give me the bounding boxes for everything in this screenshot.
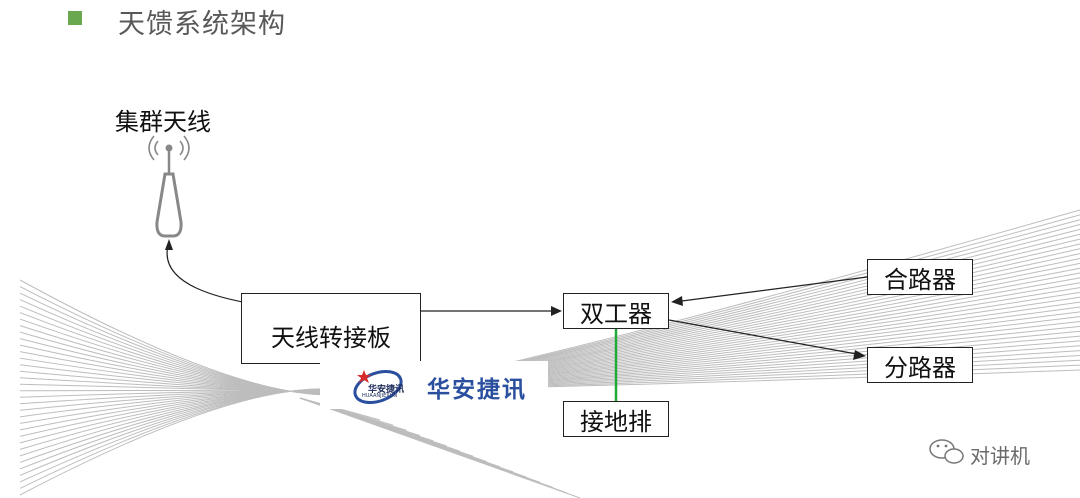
fan-line bbox=[299, 397, 581, 498]
arrowhead bbox=[671, 296, 683, 306]
page-title: 天馈系统架构 bbox=[118, 9, 286, 40]
company-logo bbox=[320, 361, 548, 409]
splitter-node: 分路器 bbox=[867, 347, 973, 383]
link-duplexer-splitter bbox=[668, 319, 863, 356]
ground-bar-node: 接地排 bbox=[563, 401, 669, 437]
title-bullet bbox=[68, 11, 82, 25]
link-combiner-duplexer bbox=[673, 276, 868, 303]
adapter-board-label: 天线转接板 bbox=[271, 324, 391, 352]
adapter-board-node: 天线转接板 bbox=[241, 293, 421, 364]
splitter-label: 分路器 bbox=[884, 353, 956, 382]
logo-orbit-icon bbox=[353, 369, 403, 405]
antenna-icon bbox=[148, 135, 190, 238]
logo-small-name: 华安捷讯 bbox=[368, 385, 405, 395]
arrowhead bbox=[165, 239, 173, 250]
ground-bar-label: 接地排 bbox=[580, 407, 652, 436]
logo-pinyin: HUAANJIEXUN bbox=[362, 393, 398, 399]
wechat-icon bbox=[929, 439, 964, 464]
watermark-text: 对讲机 bbox=[970, 444, 1030, 468]
antenna-label: 集群天线 bbox=[115, 108, 211, 136]
logo-name: 华安捷讯 bbox=[427, 377, 527, 403]
combiner-node: 合路器 bbox=[867, 259, 973, 295]
combiner-label: 合路器 bbox=[884, 265, 956, 294]
duplexer-node: 双工器 bbox=[563, 293, 669, 329]
arrowhead bbox=[853, 350, 866, 360]
duplexer-label: 双工器 bbox=[580, 299, 652, 328]
arrowhead bbox=[551, 306, 562, 316]
